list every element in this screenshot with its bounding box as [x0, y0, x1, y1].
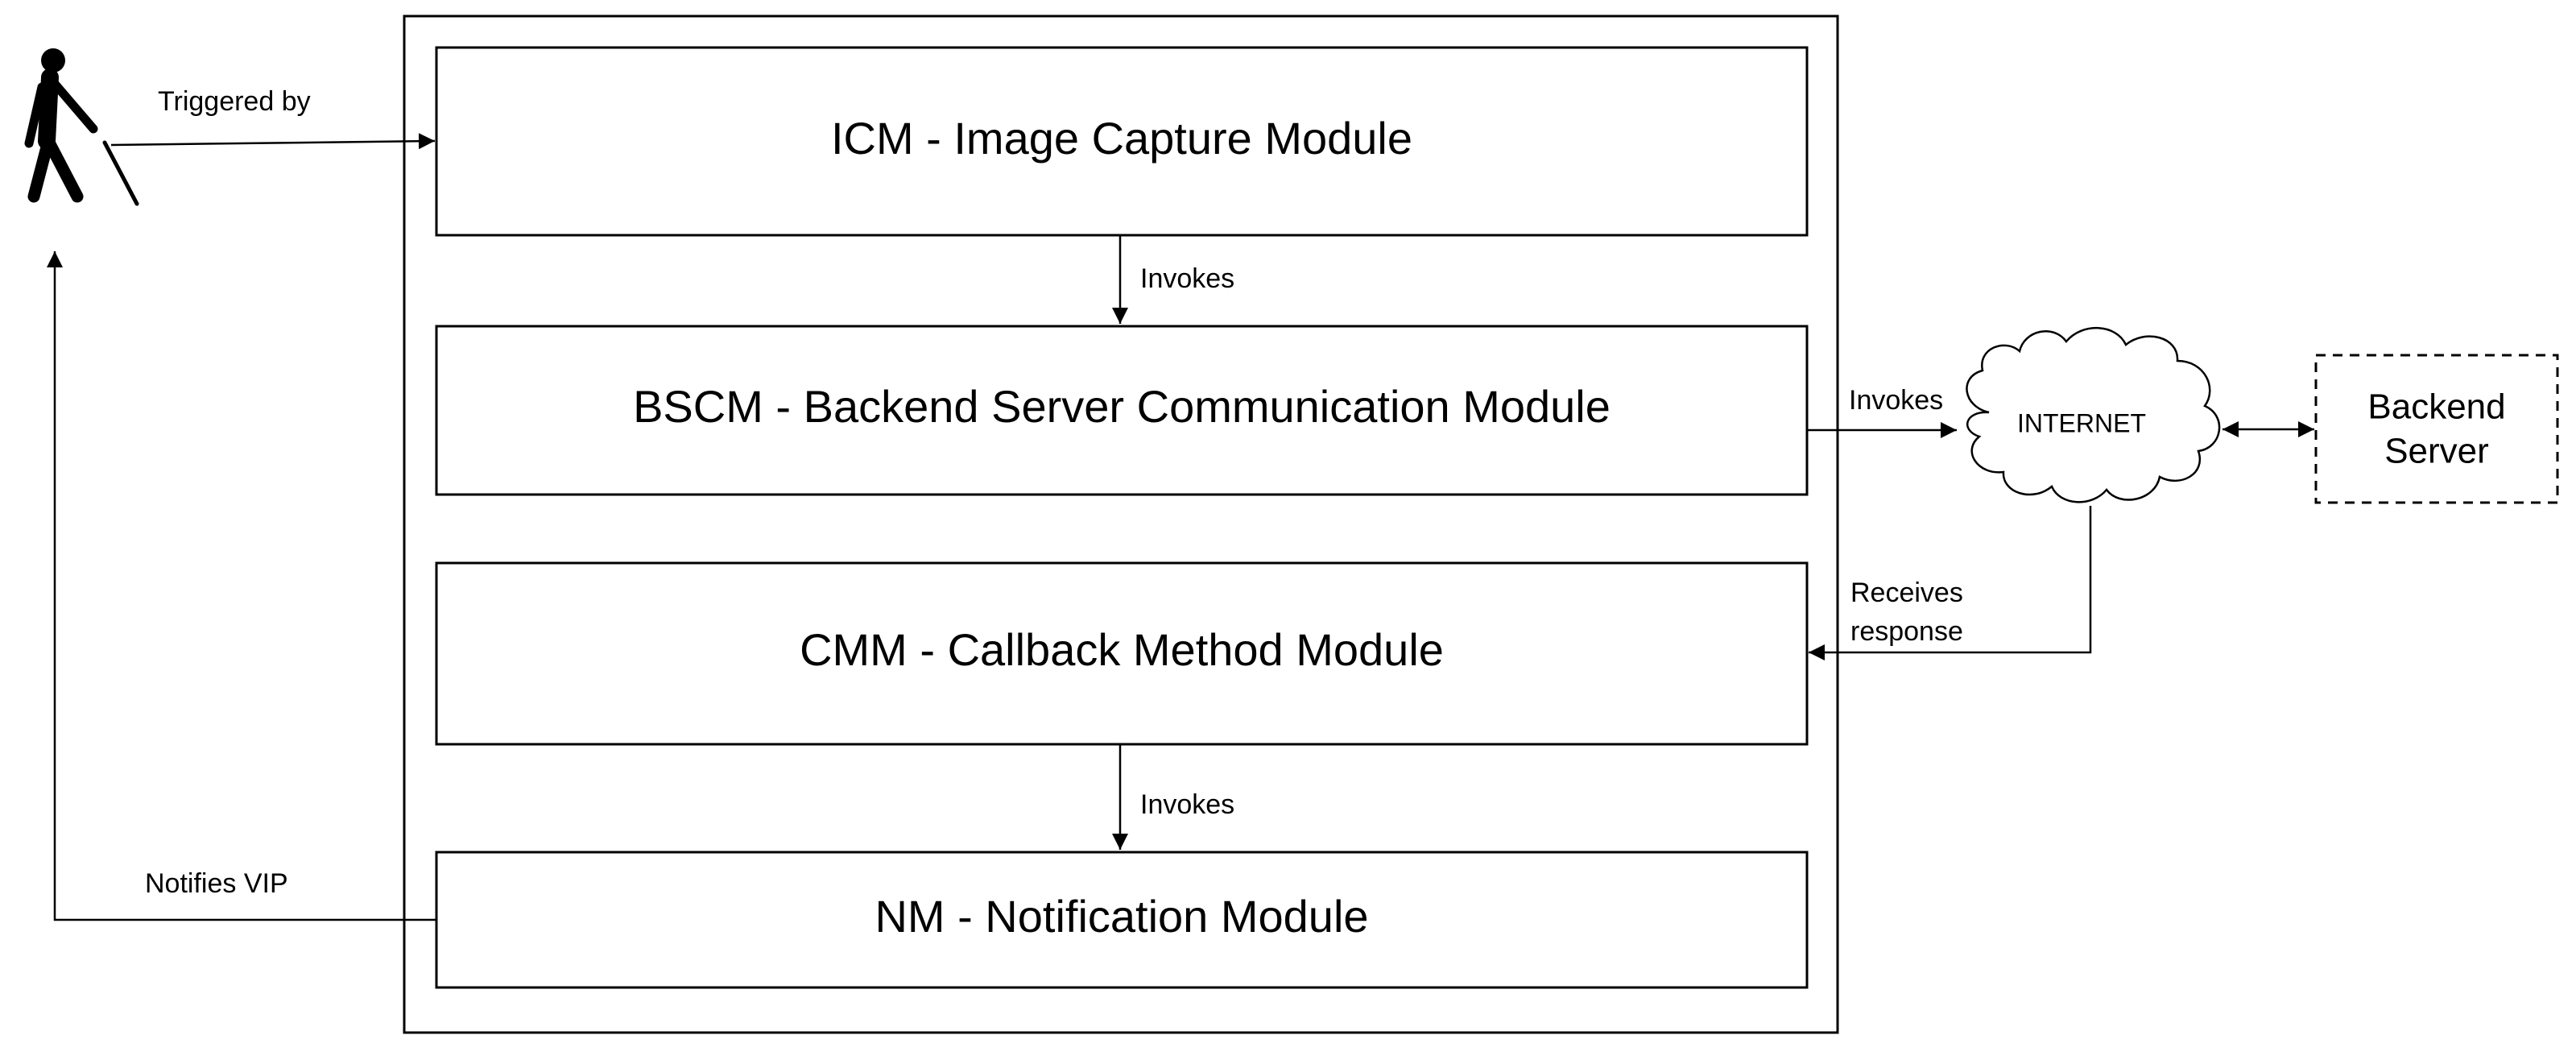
receives-response-label-line1: Receives: [1850, 578, 1963, 608]
backend-server-label-line2: Server: [2384, 432, 2489, 471]
edge-triggered-by: Triggered by: [110, 86, 436, 150]
bscm-internet-invokes-label: Invokes: [1849, 385, 1943, 416]
bscm-module-label: BSCM - Backend Server Communication Modu…: [633, 381, 1611, 432]
edge-bscm-to-internet: Invokes: [1807, 385, 1957, 438]
cmm-nm-invokes-label: Invokes: [1140, 789, 1234, 820]
receives-response-label-line2: response: [1850, 616, 1963, 647]
icm-module-label: ICM - Image Capture Module: [831, 113, 1412, 164]
nm-module: NM - Notification Module: [435, 851, 1809, 989]
cmm-module-label: CMM - Callback Method Module: [800, 624, 1444, 675]
icm-bscm-invokes-label: Invokes: [1140, 263, 1234, 294]
edge-icm-to-bscm: Invokes: [1112, 235, 1234, 324]
internet-cloud-icon: INTERNET: [1966, 326, 2221, 503]
edge-cmm-to-nm: Invokes: [1112, 744, 1234, 850]
backend-server-label-line1: Backend: [2367, 387, 2505, 427]
bscm-module: BSCM - Backend Server Communication Modu…: [435, 325, 1809, 496]
notifies-vip-label: Notifies VIP: [145, 868, 288, 899]
triggered-by-label: Triggered by: [158, 86, 311, 117]
nm-module-label: NM - Notification Module: [875, 891, 1368, 942]
backend-server: Backend Server: [2314, 354, 2559, 504]
cmm-module: CMM - Callback Method Module: [435, 561, 1809, 746]
edge-notifies-vip: Notifies VIP: [47, 251, 436, 921]
icm-module: ICM - Image Capture Module: [435, 46, 1809, 237]
app-container: [403, 14, 1839, 1034]
edge-internet-to-cmm: Receives response: [1809, 506, 2092, 660]
internet-label: INTERNET: [2017, 408, 2146, 437]
visually-impaired-person-icon: [24, 48, 139, 206]
